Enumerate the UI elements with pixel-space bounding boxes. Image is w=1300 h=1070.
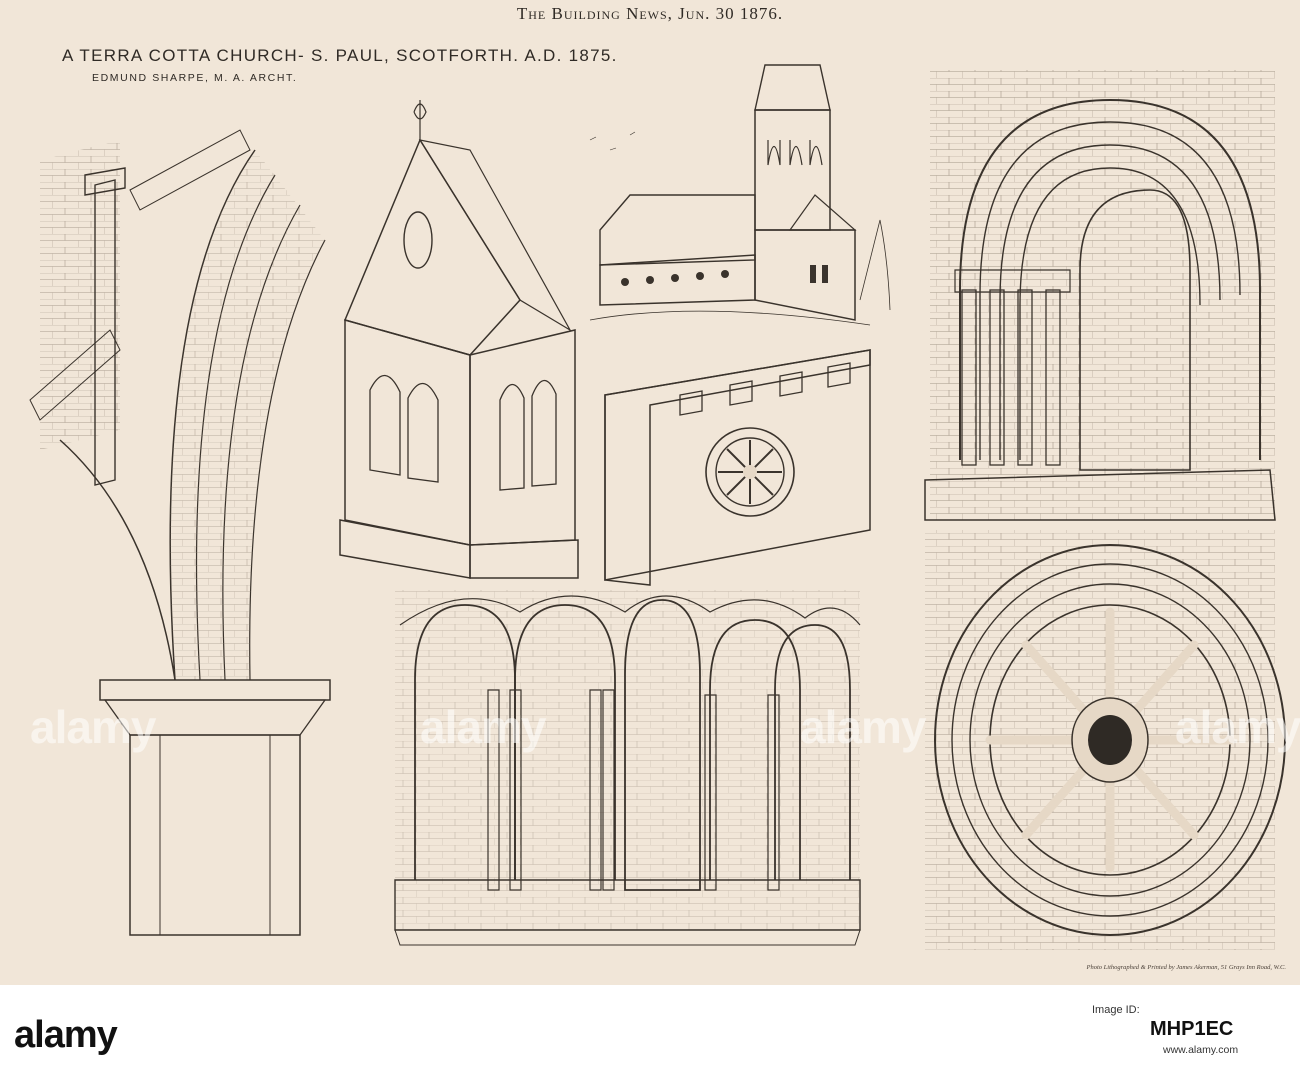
church-view-drawing (589, 64, 891, 326)
image-id-label: Image ID: (1092, 1004, 1140, 1016)
rose-window-drawing (925, 530, 1286, 950)
turret-drawing (339, 100, 579, 579)
engraving-illustrations (29, 64, 1286, 950)
image-id-code: MHP1EC (1150, 1018, 1234, 1040)
cornice-window-drawing (604, 349, 871, 586)
watermark: alamy (800, 701, 926, 753)
doorway-drawing (924, 70, 1276, 521)
plate-sheet: The Building News, Jun. 30 1876. A TERRA… (0, 0, 1300, 985)
arcade-drawing (394, 590, 861, 946)
masthead: The Building News, Jun. 30 1876. (516, 4, 784, 23)
architect-credit: EDMUND SHARPE, M. A. ARCHT. (92, 72, 298, 84)
stock-logo[interactable]: alamy (14, 1014, 118, 1056)
site-url-link[interactable]: www.alamy.com (1163, 1044, 1239, 1056)
watermark: alamy (420, 701, 546, 753)
stock-banner (0, 985, 1300, 1070)
arch-springing-drawing (29, 129, 331, 936)
plate-title: A TERRA COTTA CHURCH- S. PAUL, SCOTFORTH… (62, 46, 618, 65)
watermark: alamy (30, 701, 156, 753)
printer-credit: Photo Lithographed & Printed by James Ak… (1086, 964, 1287, 971)
watermark: alamy (1175, 701, 1300, 753)
